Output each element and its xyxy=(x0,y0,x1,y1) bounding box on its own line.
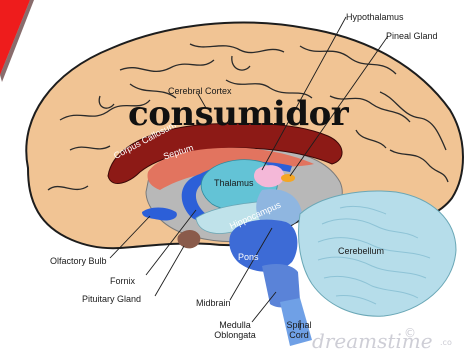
label-fornix: Fornix xyxy=(110,276,135,286)
label-spinal-cord: Spinal Cord xyxy=(282,320,316,340)
label-medulla-oblongata: Medulla Oblongata xyxy=(212,320,258,340)
label-pons: Pons xyxy=(238,252,259,262)
label-cerebellum: Cerebellum xyxy=(338,246,384,256)
label-medulla-line1: Medulla xyxy=(212,320,258,330)
label-thalamus: Thalamus xyxy=(214,178,254,188)
label-pineal-gland: Pineal Gland xyxy=(386,31,438,41)
overlay-word: consumidor xyxy=(128,95,348,133)
label-midbrain: Midbrain xyxy=(196,298,231,308)
label-spinal-line2: Cord xyxy=(282,330,316,340)
watermark-copyright-symbol: © xyxy=(404,326,416,340)
pineal-gland xyxy=(281,174,295,182)
label-pituitary-gland: Pituitary Gland xyxy=(82,294,141,304)
label-hypothalamus: Hypothalamus xyxy=(346,12,404,22)
label-medulla-line2: Oblongata xyxy=(212,330,258,340)
label-olfactory-bulb: Olfactory Bulb xyxy=(50,256,107,266)
label-spinal-line1: Spinal xyxy=(282,320,316,330)
watermark-domain: .co xyxy=(440,338,452,347)
